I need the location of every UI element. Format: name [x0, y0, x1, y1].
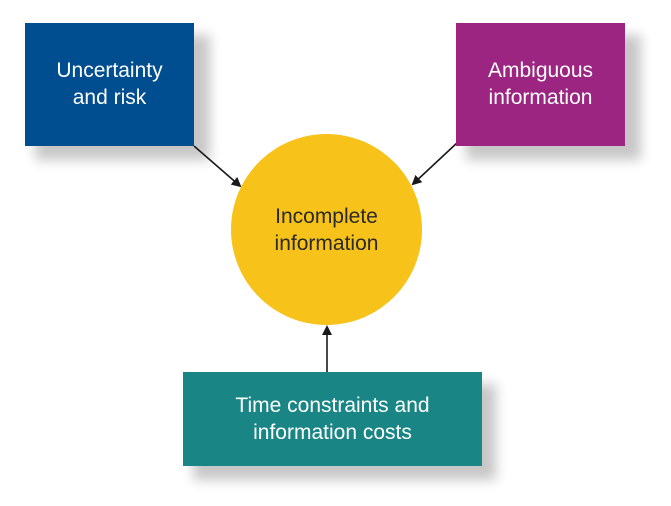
time-box-line1: Time constraints and [235, 394, 430, 417]
ambiguous-information-box: Ambiguous information [456, 23, 625, 146]
uncertainty-and-risk-box: Uncertainty and risk [25, 23, 194, 146]
arrow-ambiguous-to-center [411, 141, 459, 186]
time-box-line2: information costs [253, 421, 412, 444]
incomplete-information-circle: Incomplete information [231, 134, 422, 325]
arrow-uncertainty-to-center [193, 145, 242, 188]
ambiguous-box-line2: information [488, 86, 593, 109]
center-line2: information [274, 231, 379, 255]
uncertainty-box-line1: Uncertainty [56, 59, 163, 82]
uncertainty-box-line2: and risk [72, 86, 147, 109]
time-constraints-box: Time constraints and information costs [183, 372, 482, 466]
center-line1: Incomplete [275, 204, 378, 228]
ambiguous-box-line1: Ambiguous [487, 59, 594, 82]
